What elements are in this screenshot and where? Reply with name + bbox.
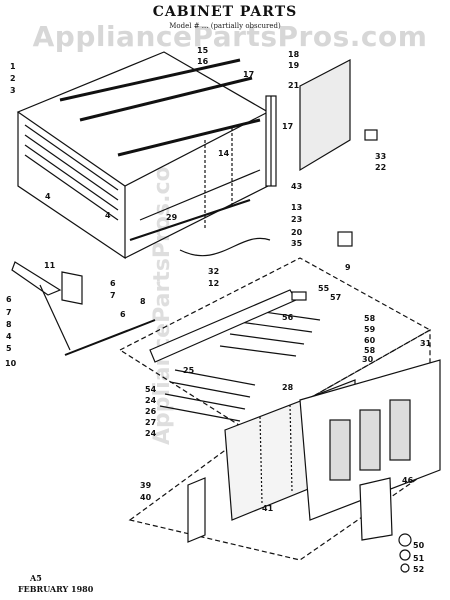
callout-56: 56 (282, 313, 294, 322)
callout-43: 43 (291, 182, 303, 191)
callout-1: 1 (10, 62, 16, 71)
callout-41: 41 (262, 504, 274, 513)
callout-6: 6 (110, 279, 116, 288)
callout-40: 40 (140, 493, 152, 502)
callout-24: 24 (145, 396, 157, 405)
callout-30: 30 (362, 355, 374, 364)
footer-date: FEBRUARY 1980 (18, 584, 94, 594)
front-frame-31 (299, 359, 441, 541)
callout-9: 9 (345, 263, 351, 272)
watermark-top: AppliancePartsPros.com (32, 20, 428, 53)
callout-2: 2 (10, 74, 16, 83)
callout-11: 11 (44, 261, 56, 270)
callout-8: 8 (6, 320, 12, 329)
callout-33: 33 (375, 152, 387, 161)
callout-52: 52 (413, 565, 425, 574)
callout-19: 19 (288, 61, 300, 70)
callout-16: 16 (197, 57, 209, 66)
callout-28: 28 (282, 383, 294, 392)
callout-31: 31 (420, 339, 432, 348)
callout-46: 46 (402, 476, 414, 485)
callout-20: 20 (291, 228, 303, 237)
callout-54: 54 (145, 385, 157, 394)
callout-24: 24 (145, 429, 157, 438)
callout-6: 6 (120, 310, 126, 319)
callout-35: 35 (291, 239, 303, 248)
callout-59: 59 (364, 325, 376, 334)
callout-22: 22 (375, 163, 387, 172)
callout-17: 17 (282, 122, 294, 131)
callout-58: 58 (364, 314, 376, 323)
side-panel-22 (299, 59, 351, 172)
callout-17: 17 (243, 70, 255, 79)
callout-8: 8 (140, 297, 146, 306)
callout-58: 58 (364, 346, 376, 355)
callout-51: 51 (413, 554, 425, 563)
callout-3: 3 (10, 86, 16, 95)
footer-code: A5 (30, 573, 42, 583)
part-33 (364, 129, 378, 141)
callout-60: 60 (364, 336, 376, 345)
callout-4: 4 (105, 211, 111, 220)
callout-10: 10 (5, 359, 17, 368)
callout-26: 26 (145, 407, 157, 416)
callout-39: 39 (140, 481, 152, 490)
callout-57: 57 (330, 293, 342, 302)
diagram-subtitle: Model # ... (partially obscured) (169, 22, 281, 30)
callout-6: 6 (6, 295, 12, 304)
cabinet-shell (16, 51, 270, 260)
callout-14: 14 (218, 149, 230, 158)
callout-15: 15 (197, 46, 209, 55)
part-35 (337, 231, 353, 247)
callout-4: 4 (6, 332, 12, 341)
left-brackets (11, 261, 156, 356)
callout-7: 7 (6, 308, 12, 317)
callout-13: 13 (291, 203, 303, 212)
callout-23: 23 (291, 215, 303, 224)
callout-50: 50 (413, 541, 425, 550)
callout-18: 18 (288, 50, 300, 59)
callout-27: 27 (145, 418, 157, 427)
diagram-title: CABINET PARTS (152, 4, 298, 20)
wire-harness (179, 237, 271, 257)
callout-21: 21 (288, 81, 300, 90)
strip-21 (265, 95, 277, 187)
callout-29: 29 (166, 213, 178, 222)
callout-55: 55 (318, 284, 330, 293)
part-55 (291, 291, 307, 301)
callout-25: 25 (183, 366, 195, 375)
callout-5: 5 (6, 344, 12, 353)
callout-12: 12 (208, 279, 220, 288)
callout-32: 32 (208, 267, 220, 276)
control-knobs (398, 533, 412, 573)
callout-4: 4 (45, 192, 51, 201)
callout-7: 7 (110, 291, 116, 300)
bracket-39 (187, 477, 206, 543)
